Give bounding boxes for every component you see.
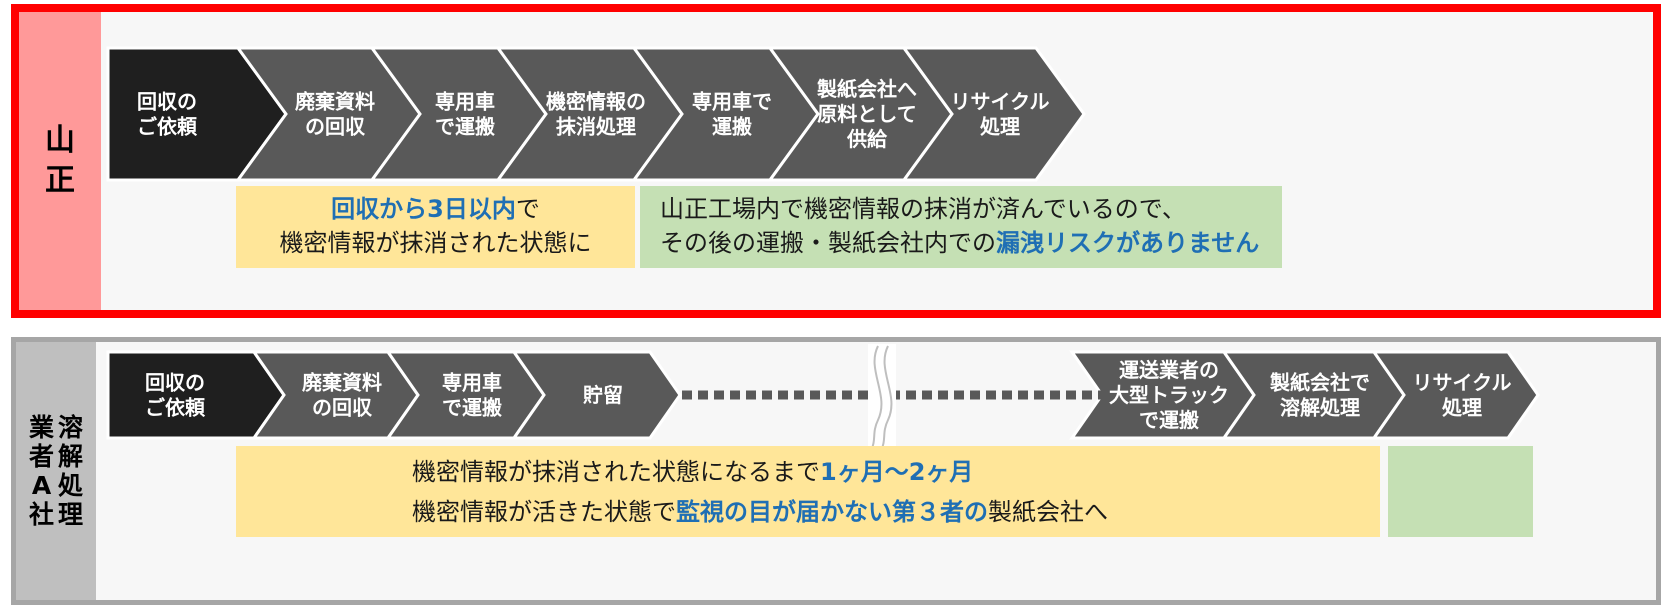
bottom-step-7-label: 処理 <box>1442 396 1482 420</box>
top-green-note: 山正工場内で機密情報の抹消が済んでいるので、 その後の運搬・製紙会社内での漏洩リ… <box>640 186 1282 268</box>
bottom-step-3-label: で運搬 <box>442 396 502 420</box>
top-step-1-label: 回収の <box>137 90 197 114</box>
bottom-line1-highlight: 1ヶ月〜2ヶ月 <box>820 458 974 486</box>
bottom-green-box <box>1388 446 1533 537</box>
label-col2-char: 業 <box>28 413 54 442</box>
bottom-step-4-label: 貯留 <box>583 383 623 407</box>
top-step-4-label: 機密情報の <box>546 90 646 114</box>
time-break-mark <box>868 344 896 449</box>
bottom-step-4: 貯留 <box>511 350 682 440</box>
top-step-6-label: 供給 <box>846 127 888 151</box>
bottom-line1-plain: 機密情報が抹消された状態になるまで <box>412 458 820 486</box>
bottom-step-5-label: 運送業者の <box>1119 358 1219 382</box>
top-green-line2-highlight: 漏洩リスクがありません <box>996 229 1260 257</box>
label-col1-char: 解 <box>58 442 84 471</box>
top-step-3-label: 専用車 <box>435 90 495 114</box>
top-yellow-rest: で <box>515 195 540 223</box>
bottom-step-5-label: 大型トラック <box>1109 383 1229 407</box>
top-step-7-label: 処理 <box>980 115 1020 139</box>
top-step-5-label: 運搬 <box>712 115 752 139</box>
bottom-step-2-label: の回収 <box>312 396 373 420</box>
bottom-step-6-label: 溶解処理 <box>1280 396 1360 420</box>
top-step-1-label: ご依頼 <box>137 115 198 139</box>
bottom-line2-highlight: 監視の目が届かない第３者の <box>676 498 988 526</box>
bottom-line2-plain2: 製紙会社へ <box>988 498 1108 526</box>
label-col2-char: 者 <box>28 442 54 471</box>
top-green-line2-plain: その後の運搬・製紙会社内での <box>660 229 996 257</box>
bottom-step-6-label: 製紙会社で <box>1270 371 1370 395</box>
top-step-4-label: 抹消処理 <box>556 115 636 139</box>
top-yellow-line2: 機密情報が抹消された状態に <box>279 229 592 257</box>
top-yellow-highlight: 回収から3日以内 <box>331 195 516 223</box>
bottom-line2-plain1: 機密情報が活きた状態で <box>412 498 676 526</box>
top-label-char: 山 <box>45 123 75 158</box>
bottom-step-7-shape <box>1371 350 1540 440</box>
company-label-sanshou: 山正 <box>19 12 101 310</box>
top-step-7-shape <box>901 46 1086 182</box>
top-step-7-label: リサイクル <box>951 90 1050 114</box>
top-step-5-label: 専用車で <box>692 90 772 114</box>
top-step-2-label: の回収 <box>305 115 366 139</box>
bottom-step-2-label: 廃棄資料 <box>302 371 382 395</box>
bottom-yellow-note: 機密情報が抹消された状態になるまで1ヶ月〜2ヶ月 機密情報が活きた状態で監視の目… <box>236 446 1380 537</box>
top-label-char: 正 <box>45 163 75 198</box>
label-col1-char: 処 <box>58 471 84 500</box>
label-col1-char: 理 <box>58 500 84 529</box>
top-step-3-label: で運搬 <box>435 115 495 139</box>
bottom-step-4-shape <box>511 350 682 440</box>
bottom-step-1-label: 回収の <box>145 371 205 395</box>
top-step-6-label: 原料として <box>817 102 916 126</box>
label-col1-char: 溶 <box>58 413 84 442</box>
bottom-step-7-label: リサイクル <box>1413 371 1512 395</box>
top-step-6-label: 製紙会社へ <box>817 77 917 101</box>
label-col2-char: A <box>31 471 52 500</box>
top-yellow-note: 回収から3日以内で 機密情報が抹消された状態に <box>236 186 635 268</box>
top-step-2-label: 廃棄資料 <box>295 90 375 114</box>
bottom-step-5-label: で運搬 <box>1139 408 1199 432</box>
bottom-step-1-label: ご依頼 <box>145 396 206 420</box>
top-green-line1: 山正工場内で機密情報の抹消が済んでいるので、 <box>660 195 1186 223</box>
bottom-step-3-label: 専用車 <box>442 371 502 395</box>
label-col2-char: 社 <box>28 500 54 529</box>
label-column-1: 溶解処理 <box>58 413 83 529</box>
